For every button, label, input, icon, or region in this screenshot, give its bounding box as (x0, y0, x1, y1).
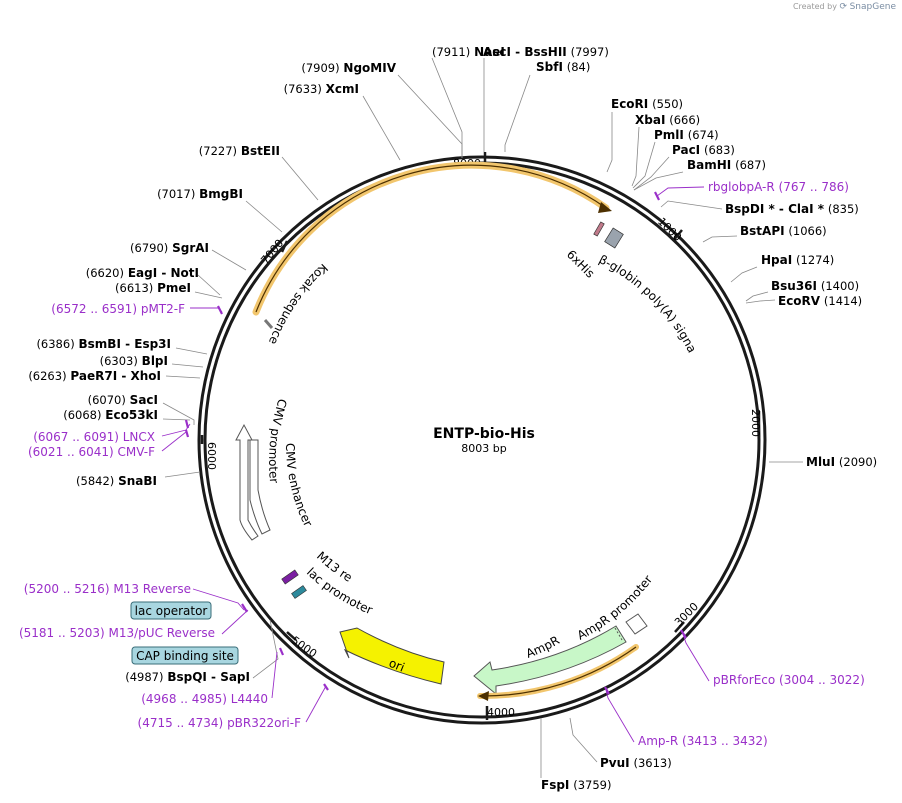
site-xcmi: (7633) XcmI (284, 82, 359, 96)
site-bspqi-sapi: (4987) BspQI - SapI (125, 670, 250, 684)
site-sgrai: (6790) SgrAI (130, 241, 209, 255)
ori-arrow (339, 627, 445, 685)
polya-feature (604, 227, 624, 249)
orf-arrow-line (255, 164, 607, 313)
site-blpi: (6303) BlpI (100, 354, 168, 368)
site-xbai: XbaI (666) (635, 113, 700, 127)
m13rev-feature (281, 569, 299, 585)
primer-pbr322ori-f: (4715 .. 4734) pBR322ori-F (138, 716, 302, 730)
site-saci: (6070) SacI (88, 393, 158, 407)
tick-label-6000: 6000 (205, 442, 218, 470)
lac-operator-label: lac operator (135, 604, 208, 618)
credit-brand: SnapGene (849, 2, 896, 12)
features (235, 161, 648, 701)
site-sbfi: SbfI (84) (536, 60, 590, 74)
site-bstapi: BstAPI (1066) (740, 224, 827, 238)
feature-cmv-enhancer-label: CMV enhancer (283, 443, 315, 529)
primer-m13-reverse: (5200 .. 5216) M13 Reverse (24, 582, 191, 596)
primer-marks (184, 191, 687, 695)
feature-6xhis-label: 6xHis (564, 247, 597, 280)
primer-pbrforeco: pBRforEco (3004 .. 3022) (713, 673, 865, 687)
ampr-highlight-line (479, 646, 637, 697)
primer-labels: (6572 .. 6591) pMT2-F (6067 .. 6091) LNC… (19, 180, 865, 748)
site-asci-bsshii: AscI - BssHII (7997) (483, 45, 609, 59)
sixhis-feature (593, 221, 605, 237)
snapgene-logo-icon: ⟳ (839, 2, 848, 12)
boxed-feature-lac-operator: lac operator (130, 601, 212, 620)
connectors (162, 57, 803, 778)
site-labels: (7911) NaeI (7909) NgoMIV (7633) XcmI (7… (28, 45, 877, 792)
primer-lncx: (6067 .. 6091) LNCX (33, 430, 155, 444)
tick-label-4000: 4000 (487, 706, 515, 719)
cap-binding-site-label: CAP binding site (136, 649, 234, 663)
primer-pmt2f: (6572 .. 6591) pMT2-F (51, 302, 185, 316)
primer-amp-r: Amp-R (3413 .. 3432) (638, 734, 768, 748)
lac-promoter-feature (291, 585, 307, 599)
plasmid-size: 8003 bp (461, 442, 506, 455)
site-ecori: EcoRI (550) (611, 97, 683, 111)
site-paer7i-xhoi: (6263) PaeR7I - XhoI (28, 369, 161, 383)
site-naei: (7911) NaeI (432, 45, 505, 59)
site-bamhi: BamHI (687) (687, 158, 766, 172)
site-fspi: FspI (3759) (541, 778, 611, 792)
snapgene-credit: Created by ⟳ SnapGene (793, 2, 896, 12)
primer-cmvf: (6021 .. 6041) CMV-F (28, 445, 155, 459)
orf-arrowhead-icon (598, 202, 612, 213)
site-pmli: PmlI (674) (654, 128, 719, 142)
cmv-promoter-arrow (235, 423, 259, 541)
ampr-arrow (473, 625, 627, 696)
site-eco53ki: (6068) Eco53kI (63, 408, 158, 422)
site-ngomiv: (7909) NgoMIV (301, 61, 396, 75)
ampr-arrowhead-icon (478, 691, 489, 701)
site-bsmbi-esp3i: (6386) BsmBI - Esp3I (36, 337, 171, 351)
site-bspdi-clai: BspDI * - ClaI * (835) (725, 202, 859, 216)
feature-ori-label: ori (387, 656, 407, 675)
kozak-marker (263, 319, 274, 329)
ampr-promoter-arrow (625, 613, 648, 635)
tick-label-5000: 5000 (289, 634, 319, 661)
tick-label-2000: 2000 (749, 409, 762, 437)
site-bsteii: (7227) BstEII (199, 144, 280, 158)
cmv-enhancer-arrow (249, 439, 271, 535)
primer-m13puc-reverse: (5181 .. 5203) M13/pUC Reverse (19, 626, 215, 640)
plasmid-name: ENTP-bio-His (433, 426, 535, 442)
site-bmgbi: (7017) BmgBI (157, 187, 243, 201)
site-pmei: (6613) PmeI (115, 281, 191, 295)
credit-prefix: Created by (792, 2, 837, 11)
site-hpai: HpaI (1274) (761, 253, 834, 267)
primer-l4440: (4968 .. 4985) L4440 (141, 692, 268, 706)
boxed-feature-cap-binding-site: CAP binding site (131, 646, 239, 665)
site-ecorv: EcoRV (1414) (778, 294, 862, 308)
site-eagi-noti: (6620) EagI - NotI (86, 266, 199, 280)
site-paci: PacI (683) (672, 143, 735, 157)
tick-label-1000: 1000 (655, 215, 684, 244)
site-pvui: PvuI (3613) (600, 756, 672, 770)
site-bsu36i: Bsu36I (1400) (771, 279, 859, 293)
site-mlui: MluI (2090) (806, 455, 877, 469)
site-snabi: (5842) SnaBI (76, 474, 157, 488)
primer-rbglobpa-r: rbglobpA-R (767 .. 786) (708, 180, 849, 194)
